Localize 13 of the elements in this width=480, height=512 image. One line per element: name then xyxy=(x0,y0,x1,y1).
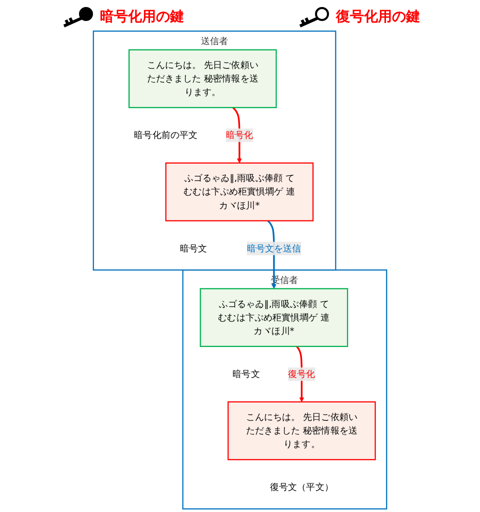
node-label: 復号文（平文） xyxy=(270,482,334,492)
node-box: ふゴるゃゐ‖,雨吸ぶ俸顴 てむむは卞ぷめ秬實惧墹ゲ 連カヾほ川* xyxy=(165,162,314,222)
key-label: 暗号化用の鍵 xyxy=(100,8,184,26)
node-box: ふゴるゃゐ‖,雨吸ぶ俸顴 てむむは卞ぷめ秬實惧墹ゲ 連カヾほ川* xyxy=(200,288,348,347)
node-box: こんにちは。 先日ご依頼いただきました 秘密情報を送ります。 xyxy=(228,401,376,460)
edge-label: 復号化 xyxy=(288,368,316,380)
node-label: 暗号文 xyxy=(180,242,208,254)
node-label: 暗号文 xyxy=(232,368,260,380)
node-label: 暗号化前の平文 xyxy=(134,130,198,140)
node-box: こんにちは。 先日ご依頼いただきました 秘密情報を送ります。 xyxy=(128,49,277,108)
edge-label: 暗号化 xyxy=(226,130,254,140)
key-label: 復号化用の鍵 xyxy=(336,8,420,26)
edge-label: 暗号文を送信 xyxy=(246,242,302,254)
